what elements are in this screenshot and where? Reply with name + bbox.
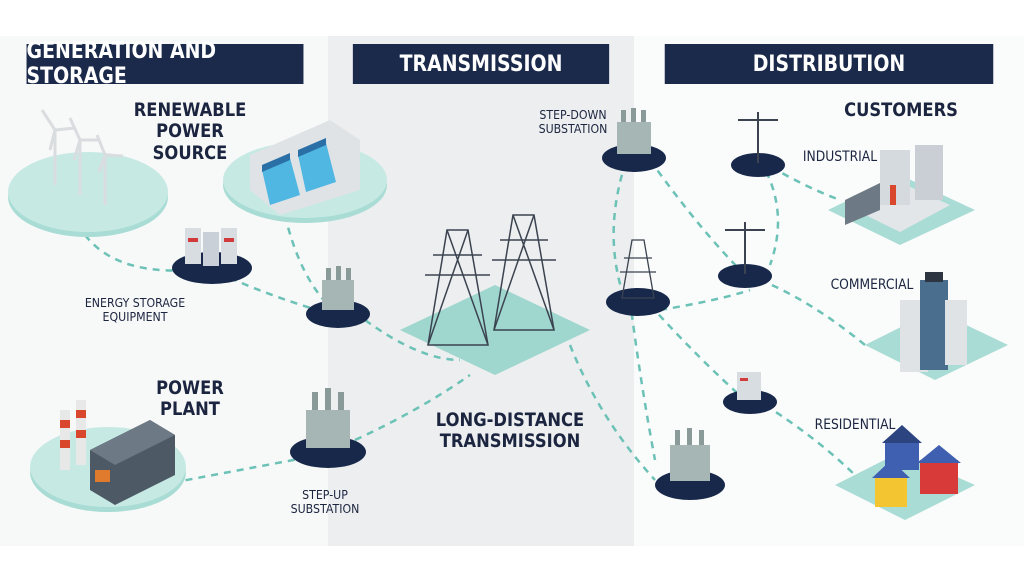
distribution-transformer-node <box>655 428 725 500</box>
residential-houses <box>835 425 975 520</box>
transmission-towers <box>400 215 590 375</box>
commercial-label: COMMERCIAL <box>824 278 921 294</box>
generation-transformer-node <box>306 266 370 328</box>
step-up-substation-label: STEP-UP SUBSTATION <box>277 488 374 516</box>
industrial-label: INDUSTRIAL <box>796 150 884 166</box>
residential-label: RESIDENTIAL <box>807 418 904 434</box>
energy-storage-node <box>172 228 252 284</box>
distribution-tower-node <box>606 240 670 316</box>
utility-pole-nodes <box>718 112 785 414</box>
customers-label: CUSTOMERS <box>844 100 956 121</box>
step-up-substation-node <box>290 388 366 468</box>
power-plant-label: POWER PLANT <box>126 378 255 421</box>
step-down-substation-label: STEP-DOWN SUBSTATION <box>529 108 617 136</box>
renewable-power-source-label: RENEWABLE POWER SOURCE <box>108 100 271 164</box>
energy-storage-label: ENERGY STORAGE EQUIPMENT <box>69 296 201 324</box>
long-distance-transmission-label: LONG-DISTANCE TRANSMISSION <box>433 410 588 453</box>
